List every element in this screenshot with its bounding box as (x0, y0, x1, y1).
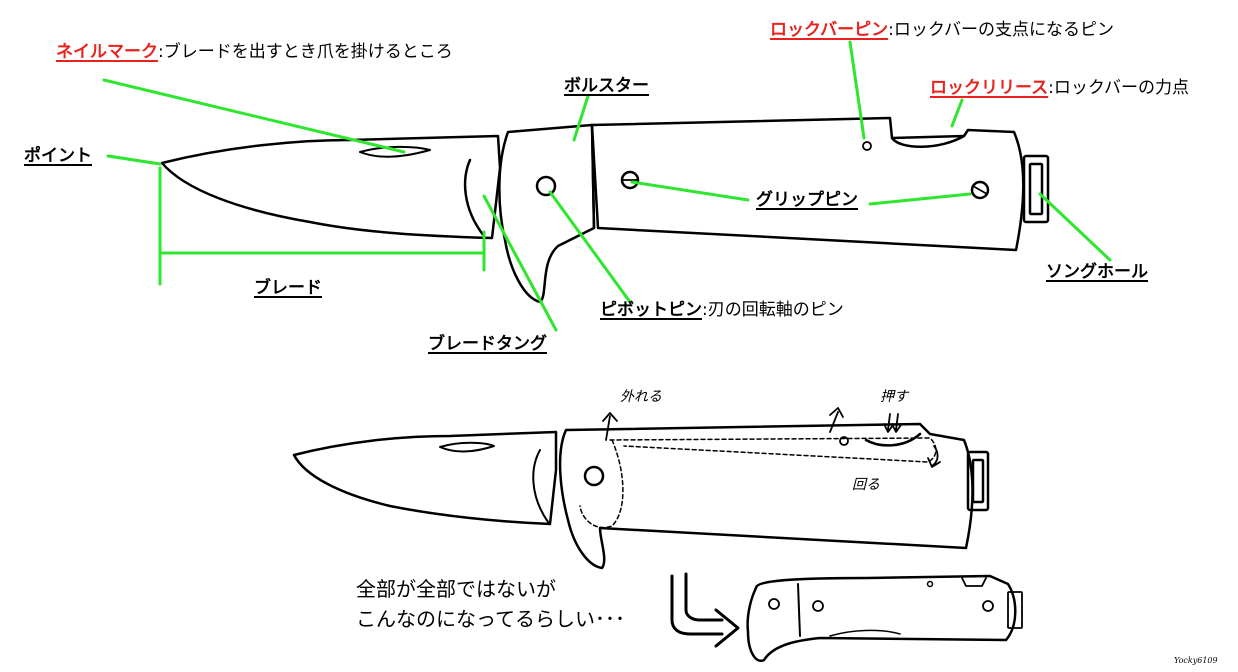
mid-pivot-pin (583, 465, 605, 487)
term-nail-mark: ネイルマーク (56, 42, 158, 62)
main-lockbar-pin (862, 141, 872, 151)
label-blade: ブレード (254, 278, 322, 298)
mid-blade-edge (532, 449, 549, 523)
term-thong-hole: ソングホール (1046, 262, 1148, 282)
term-blade: ブレード (254, 278, 322, 298)
main-bolster (498, 123, 596, 304)
label-blade-tang: ブレードタング (428, 334, 547, 354)
label-point: ポイント (24, 146, 92, 166)
annotation-comes-off: 外れる (620, 389, 662, 405)
arrow-lockbar-up (829, 407, 844, 433)
label-pivot-pin: ピボットピン:刃の回転軸のピン (600, 300, 844, 320)
leader-lockbar-pin (848, 40, 866, 140)
arrow-comes-off (602, 412, 618, 441)
signature: Yocky6109 (1174, 656, 1218, 665)
term-lockbar-pin: ロックバーピン (770, 20, 889, 40)
main-grip-pin-right (970, 180, 990, 200)
leader-thong-hole (1038, 192, 1112, 262)
label-lockbar-pin: ロックバーピン:ロックバーの支点になるピン (770, 20, 1114, 40)
main-blade-outline (160, 134, 502, 240)
label-bolster: ボルスター (564, 76, 649, 96)
term-blade-tang: ブレードタング (428, 334, 547, 354)
term-pivot-pin: ピボットピン (600, 300, 702, 320)
label-thong-hole: ソングホール (1046, 262, 1148, 282)
note-line-2: こんなのになってるらしい･･･ (356, 607, 625, 631)
mid-lockbar-pin (839, 436, 849, 446)
desc-lockbar-pin: :ロックバーの支点になるピン (888, 20, 1115, 40)
arrow-push-down (883, 413, 902, 433)
mid-blade-outline (292, 430, 558, 526)
note-line-1: 全部が全部ではないが (356, 577, 556, 601)
term-point: ポイント (24, 146, 92, 166)
mid-tang-dashed (579, 439, 624, 529)
leader-blade-tang (482, 194, 558, 332)
annotation-rotate: 回る (852, 477, 880, 493)
mid-handle (558, 422, 974, 570)
desc-nail-mark: :ブレードを出すとき爪を掛けるところ (158, 42, 453, 62)
mid-nail-mark (439, 441, 495, 453)
arrow-rotate (927, 445, 941, 468)
main-pivot-pin (535, 175, 557, 197)
main-blade-edge (463, 158, 486, 238)
term-bolster: ボルスター (564, 76, 649, 96)
annotation-push: 押す (880, 389, 908, 405)
leader-nail-mark (102, 78, 406, 154)
leader-grip-pin-left (630, 180, 750, 202)
leader-point (106, 154, 162, 166)
term-lock-release: ロックリリース (930, 78, 1049, 98)
mid-lockbar-dashed (609, 437, 937, 463)
main-lock-release-notch (890, 134, 966, 148)
mid-thong-hole (966, 450, 990, 512)
main-handle (590, 116, 1025, 252)
transition-arrow (670, 574, 724, 636)
main-bolster-line (590, 123, 596, 230)
leader-pivot-pin (548, 190, 632, 304)
label-lock-release: ロックリリース:ロックバーの力点 (930, 78, 1189, 98)
leader-bolster (572, 94, 590, 142)
label-nail-mark: ネイルマーク:ブレードを出すとき爪を掛けるところ (56, 42, 453, 62)
leader-lock-release (950, 98, 964, 128)
term-grip-pin: グリップピン (756, 190, 858, 210)
small-knife-handle (746, 574, 1017, 662)
desc-lock-release: :ロックバーの力点 (1048, 78, 1190, 98)
main-thong-hole (1022, 154, 1050, 224)
desc-pivot-pin: :刃の回転軸のピン (702, 300, 844, 320)
leader-grip-pin-right (868, 192, 972, 206)
label-grip-pin: グリップピン (756, 190, 858, 210)
